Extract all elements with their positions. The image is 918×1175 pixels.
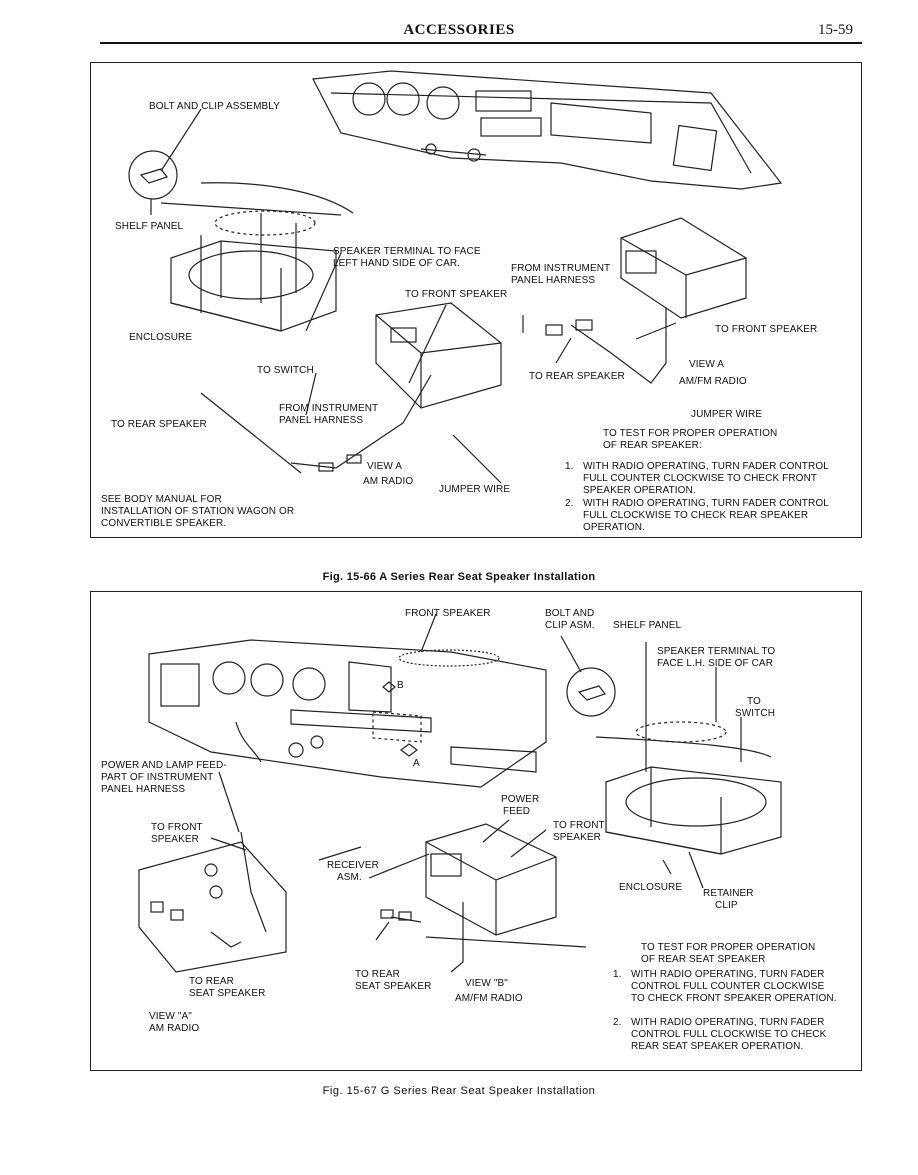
label-clip-asm: CLIP ASM. <box>545 620 595 631</box>
label-speaker-terminal-2: LEFT HAND SIDE OF CAR. <box>333 258 461 269</box>
label-to-front-left-1: TO FRONT <box>151 822 203 833</box>
label-to-rear-left-1: TO REAR <box>189 976 234 987</box>
figure-15-66: BOLT AND CLIP ASSEMBLY SHELF PANEL SPEAK… <box>90 62 862 538</box>
label-enclosure: ENCLOSURE <box>129 332 193 343</box>
enclosure-drawing <box>595 642 782 855</box>
label-from-instrument-b1: FROM INSTRUMENT <box>279 403 379 414</box>
label-from-instrument-2: PANEL HARNESS <box>511 275 596 286</box>
label-to-switch: TO SWITCH <box>257 365 314 376</box>
test-heading-1: TO TEST FOR PROPER OPERATION <box>641 942 816 953</box>
label-from-instrument-b2: PANEL HARNESS <box>279 415 364 426</box>
label-to: TO <box>747 696 761 707</box>
step1-line-a: WITH RADIO OPERATING, TURN FADER <box>631 969 825 980</box>
label-amfm-radio: AM/FM RADIO <box>679 376 747 387</box>
label-to-front-speaker-2: TO FRONT SPEAKER <box>715 324 818 335</box>
label-switch: SWITCH <box>735 708 776 719</box>
receiver-asm-drawing <box>380 823 587 973</box>
figure-15-67-illustration <box>138 613 782 973</box>
label-to-front-left-2: SPEAKER <box>151 834 199 845</box>
figure-15-67: FRONT SPEAKER BOLT AND CLIP ASM. SHELF P… <box>90 591 862 1071</box>
label-power-2: FEED <box>503 806 531 817</box>
label-receiver-1: RECEIVER <box>327 860 379 871</box>
label-power-1: POWER <box>501 794 540 805</box>
label-speaker-terminal-1: SPEAKER TERMINAL TO FACE <box>333 246 481 257</box>
step2-number: 2. <box>613 1017 622 1028</box>
step2-line-a: WITH RADIO OPERATING, TURN FADER CONTROL <box>583 498 829 509</box>
label-see-1: SEE BODY MANUAL FOR <box>101 494 222 505</box>
step1-number: 1. <box>565 461 574 472</box>
step2-line-b: FULL CLOCKWISE TO CHECK REAR SPEAKER <box>583 510 809 521</box>
label-view-a-right: VIEW A <box>689 359 725 370</box>
label-speaker-terminal-1: SPEAKER TERMINAL TO <box>657 646 776 657</box>
label-shelf-panel: SHELF PANEL <box>115 221 184 232</box>
instrument-panel-drawing <box>148 639 547 788</box>
label-enclosure: ENCLOSURE <box>619 882 683 893</box>
figure-15-66-illustration <box>128 70 783 484</box>
label-view-a: VIEW "A" <box>149 1011 192 1022</box>
step1-number: 1. <box>613 969 622 980</box>
figure-15-66-caption: Fig. 15-66 A Series Rear Seat Speaker In… <box>322 571 596 583</box>
page-number: 15-59 <box>818 22 853 38</box>
label-shelf-panel: SHELF PANEL <box>613 620 682 631</box>
step1-line-a: WITH RADIO OPERATING, TURN FADER CONTROL <box>583 461 829 472</box>
bolt-clip-detail <box>128 150 178 200</box>
label-speaker-terminal-2: FACE L.H. SIDE OF CAR <box>657 658 774 669</box>
test-heading-2: OF REAR SPEAKER: <box>603 440 702 451</box>
enclosure-drawing <box>170 213 337 332</box>
label-power-lamp-2: PART OF INSTRUMENT <box>101 772 214 783</box>
label-bolt-and: BOLT AND <box>545 608 595 619</box>
step2-number: 2. <box>565 498 574 509</box>
test-heading-2: OF REAR SEAT SPEAKER <box>641 954 766 965</box>
label-to-rear-speaker-left: TO REAR SPEAKER <box>111 419 207 430</box>
step2-line-c: REAR SEAT SPEAKER OPERATION. <box>631 1041 804 1052</box>
label-receiver-2: ASM. <box>337 872 362 883</box>
label-amfm-radio: AM/FM RADIO <box>455 993 523 1004</box>
figure-15-67-caption: Fig. 15-67 G Series Rear Seat Speaker In… <box>322 1085 596 1097</box>
label-jumper-wire-left: JUMPER WIRE <box>439 484 511 495</box>
label-from-instrument-1: FROM INSTRUMENT <box>511 263 611 274</box>
instrument-panel-drawing <box>312 70 783 190</box>
step1-line-b: CONTROL FULL COUNTER CLOCKWISE <box>631 981 825 992</box>
label-power-lamp-3: PANEL HARNESS <box>101 784 186 795</box>
label-retainer-2: CLIP <box>715 900 738 911</box>
label-see-2: INSTALLATION OF STATION WAGON OR <box>101 506 295 517</box>
label-to-rear-mid-2: SEAT SPEAKER <box>355 981 432 992</box>
label-marker-b: B <box>397 680 404 691</box>
step2-line-b: CONTROL FULL CLOCKWISE TO CHECK <box>631 1029 827 1040</box>
am-radio-drawing <box>290 302 502 472</box>
label-marker-a: A <box>413 758 420 769</box>
label-bolt-clip: BOLT AND CLIP ASSEMBLY <box>149 101 280 112</box>
test-heading-1: TO TEST FOR PROPER OPERATION <box>603 428 778 439</box>
am-radio-drawing <box>138 831 287 973</box>
label-to-front-speaker: TO FRONT SPEAKER <box>405 289 508 300</box>
step1-line-c: TO CHECK FRONT SPEAKER OPERATION. <box>631 993 837 1004</box>
step2-line-c: OPERATION. <box>583 522 645 533</box>
step1-line-b: FULL COUNTER CLOCKWISE TO CHECK FRONT <box>583 473 818 484</box>
label-view-b: VIEW "B" <box>465 978 508 989</box>
label-to-front-mid-2: SPEAKER <box>553 832 601 843</box>
label-to-rear-left-2: SEAT SPEAKER <box>189 988 266 999</box>
label-front-speaker: FRONT SPEAKER <box>405 608 491 619</box>
header-rule <box>100 42 862 44</box>
label-see-3: CONVERTIBLE SPEAKER. <box>101 518 227 529</box>
label-jumper-wire-right: JUMPER WIRE <box>691 409 763 420</box>
step1-line-c: SPEAKER OPERATION. <box>583 485 696 496</box>
label-view-a-left: VIEW A <box>367 461 403 472</box>
bolt-clip-detail <box>566 667 616 717</box>
section-title: ACCESSORIES <box>403 22 515 38</box>
label-am-radio: AM RADIO <box>149 1023 200 1034</box>
amfm-radio-drawing <box>522 217 747 384</box>
label-to-front-mid-1: TO FRONT <box>553 820 605 831</box>
label-am-radio: AM RADIO <box>363 476 414 487</box>
label-to-rear-speaker-right: TO REAR SPEAKER <box>529 371 625 382</box>
label-to-rear-mid-1: TO REAR <box>355 969 400 980</box>
step2-line-a: WITH RADIO OPERATING, TURN FADER <box>631 1017 825 1028</box>
label-power-lamp-1: POWER AND LAMP FEED- <box>101 760 227 771</box>
label-retainer-1: RETAINER <box>703 888 754 899</box>
